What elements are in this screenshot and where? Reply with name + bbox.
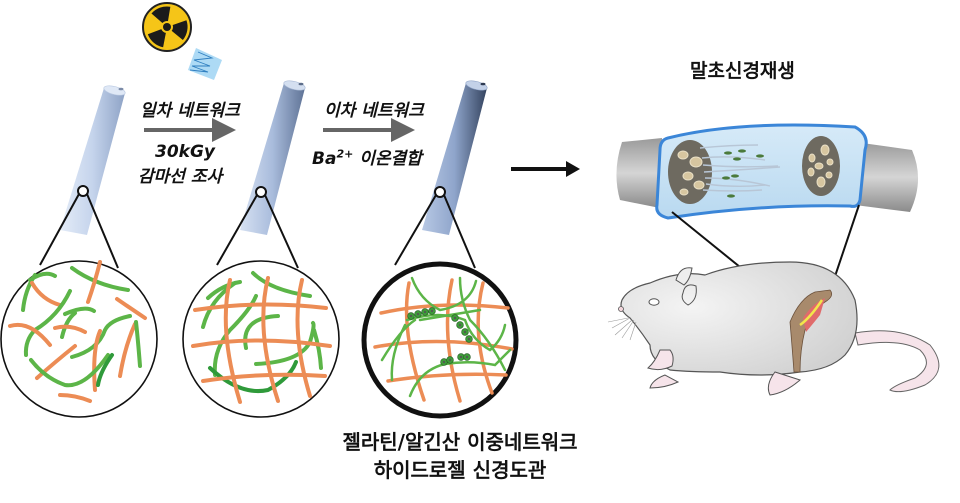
barium-symbol: Ba	[312, 149, 337, 169]
panel-title-nerve-regeneration: 말초신경재생	[690, 60, 795, 82]
fiber-zoom-random	[0, 260, 158, 418]
conduit-tube-initial	[39, 85, 126, 269]
right-arrow-icon	[511, 161, 580, 177]
caption-line-1: 젤라틴/알긴산 이중네트워크	[342, 430, 578, 454]
peripheral-nerve	[616, 138, 919, 212]
rat-illustration	[607, 261, 940, 396]
conduit-tube-double-network	[394, 80, 488, 269]
fiber-zoom-double-network	[361, 261, 519, 419]
ionic-bond-label: 이온결합	[359, 149, 422, 169]
step1-label: 일차 네트워크	[140, 101, 240, 121]
gamma-ray-beam-icon	[188, 48, 222, 80]
figure-caption: 젤라틴/알긴산 이중네트워크 하이드로젤 신경도관	[280, 428, 640, 484]
step1-condition-gamma: 감마선 조사	[138, 167, 223, 187]
step2-label: 이차 네트워크	[324, 101, 424, 121]
barium-charge: 2+	[336, 147, 354, 161]
step2-condition: Ba2+ 이온결합	[312, 144, 422, 169]
step1-condition-dose: 30kGy	[155, 142, 215, 162]
conduit-tube-primary-network	[216, 80, 306, 269]
fiber-zoom-primary-network	[182, 260, 340, 418]
implanted-nerve-conduit	[655, 123, 868, 220]
caption-line-2: 하이드로젤 신경도관	[373, 458, 547, 482]
radiation-hazard-icon	[142, 2, 192, 52]
